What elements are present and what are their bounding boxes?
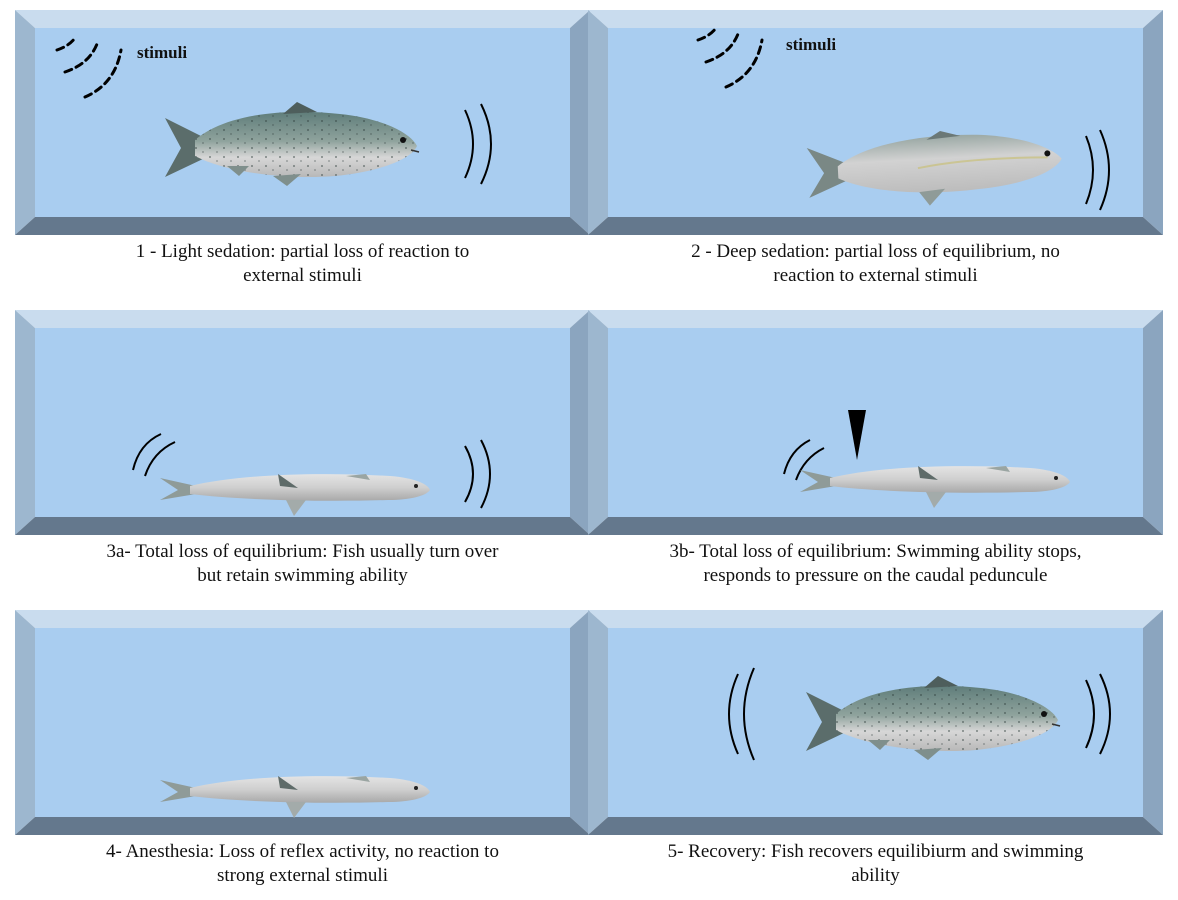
tank-frame-top <box>588 610 1163 628</box>
tank-frame-right <box>1143 610 1163 835</box>
stimuli-label: stimuli <box>786 35 836 54</box>
tank-frame-bottom <box>588 817 1163 835</box>
panel-total-loss-3b: 3b- Total loss of equilibrium: Swimming … <box>588 310 1163 600</box>
caption: 4- Anesthesia: Loss of reflex activity, … <box>15 840 590 888</box>
tank <box>588 310 1163 535</box>
tank-frame-left <box>15 10 35 235</box>
tank: stimuli <box>588 10 1163 235</box>
caption-line-1: 5- Recovery: Fish recovers equilibiurm a… <box>588 840 1163 864</box>
tank-frame-left <box>588 310 608 535</box>
tank-frame-right <box>1143 10 1163 235</box>
caption: 1 - Light sedation: partial loss of reac… <box>15 240 590 288</box>
caption-line-1: 1 - Light sedation: partial loss of reac… <box>15 240 590 264</box>
tank-frame-left <box>15 610 35 835</box>
tank-frame-bottom <box>15 517 590 535</box>
tank-frame-left <box>588 10 608 235</box>
tank-frame-top <box>588 310 1163 328</box>
tank-frame-right <box>570 310 590 535</box>
tank-frame-left <box>588 610 608 835</box>
tank-frame-bottom <box>588 217 1163 235</box>
caption-line-1: 4- Anesthesia: Loss of reflex activity, … <box>15 840 590 864</box>
panel-deep-sedation: stimuli 2 - Deep sedation: partial loss … <box>588 10 1163 300</box>
caption: 3a- Total loss of equilibrium: Fish usua… <box>15 540 590 588</box>
tank-frame-right <box>570 610 590 835</box>
tank <box>15 610 590 835</box>
stimuli-label: stimuli <box>137 43 187 62</box>
panel-recovery: 5- Recovery: Fish recovers equilibiurm a… <box>588 610 1163 900</box>
caption: 5- Recovery: Fish recovers equilibiurm a… <box>588 840 1163 888</box>
tank-frame-bottom <box>588 517 1163 535</box>
caption-line-2: external stimuli <box>15 264 590 288</box>
tank: stimuli <box>15 10 590 235</box>
caption-line-1: 3b- Total loss of equilibrium: Swimming … <box>588 540 1163 564</box>
tank-frame-top <box>15 10 590 28</box>
tank-frame-bottom <box>15 217 590 235</box>
tank-frame-right <box>1143 310 1163 535</box>
tank-frame-top <box>588 10 1163 28</box>
tank-frame-right <box>570 10 590 235</box>
tank-frame-left <box>15 310 35 535</box>
caption-line-2: strong external stimuli <box>15 864 590 888</box>
tank <box>588 610 1163 835</box>
caption: 2 - Deep sedation: partial loss of equil… <box>588 240 1163 288</box>
tank-frame-top <box>15 610 590 628</box>
tank-frame-top <box>15 310 590 328</box>
caption: 3b- Total loss of equilibrium: Swimming … <box>588 540 1163 588</box>
caption-line-2: but retain swimming ability <box>15 564 590 588</box>
panel-light-sedation: stimuli 1 - Light sedation: partial loss… <box>15 10 590 300</box>
tank-frame-bottom <box>15 817 590 835</box>
tank <box>15 310 590 535</box>
panel-total-loss-3a: 3a- Total loss of equilibrium: Fish usua… <box>15 310 590 600</box>
caption-line-2: reaction to external stimuli <box>588 264 1163 288</box>
caption-line-2: ability <box>588 864 1163 888</box>
panel-anesthesia: 4- Anesthesia: Loss of reflex activity, … <box>15 610 590 900</box>
caption-line-1: 3a- Total loss of equilibrium: Fish usua… <box>15 540 590 564</box>
caption-line-1: 2 - Deep sedation: partial loss of equil… <box>588 240 1163 264</box>
caption-line-2: responds to pressure on the caudal pedun… <box>588 564 1163 588</box>
